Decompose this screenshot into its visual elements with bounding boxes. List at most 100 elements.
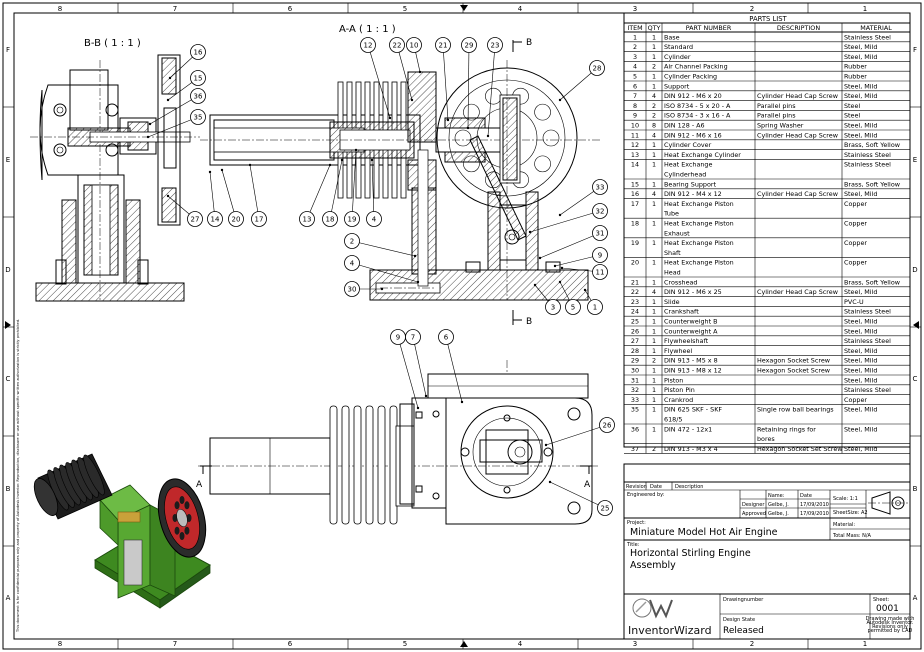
- parts-list-cell: Steel, Mild: [844, 190, 877, 198]
- parts-list-cell: 27: [631, 337, 639, 345]
- title-label: Title:: [626, 542, 640, 548]
- balloon-26: [599, 417, 615, 433]
- parts-list-header: ITEM: [627, 24, 642, 32]
- parts-list-cell: Steel, Mild: [844, 131, 877, 139]
- parts-list-cell: Steel, Mild: [844, 445, 877, 453]
- balloon-33: [592, 179, 608, 195]
- parts-list-cell: Counterweight A: [664, 327, 718, 335]
- parts-list-cell: Piston Pin: [664, 386, 695, 394]
- parts-list-cell: 1: [652, 141, 656, 149]
- sheet-number: 0001: [876, 604, 899, 614]
- zone-number-top-8: 8: [58, 5, 62, 13]
- zone-labels: F E D C B A F E D C B A 8 7 6 5 4 3 2 1 …: [5, 5, 917, 648]
- approved-name: Gelbe, J.: [768, 511, 789, 517]
- balloon-12: [360, 37, 376, 53]
- zone-letter-right-c: C: [913, 375, 918, 383]
- parts-list-cell: 1: [652, 161, 656, 169]
- parts-list-cell: Copper: [844, 200, 867, 208]
- parts-list-cell: Steel, Mild: [844, 92, 877, 100]
- zone-number-bottom-7: 7: [173, 640, 177, 648]
- balloon-label: 13: [303, 216, 312, 224]
- balloon-label: 31: [596, 230, 605, 238]
- balloon-label: 35: [194, 114, 203, 122]
- parts-list-cell: Steel, Mild: [844, 357, 877, 365]
- balloon-4: [344, 255, 360, 271]
- parts-list-cell: DIN 128 - A6: [664, 122, 705, 130]
- balloon-label: 4: [372, 216, 377, 224]
- parts-list-cell: Cylinder Packing: [664, 73, 717, 81]
- parts-list-cell: Flywheelshaft: [664, 337, 709, 345]
- parts-list-cell: Steel, Mild: [844, 367, 877, 375]
- zone-letter-left-f: F: [6, 46, 10, 54]
- zone-number-bottom-4: 4: [518, 640, 523, 648]
- balloon-4: [366, 211, 382, 227]
- parts-list-cell: 12: [631, 141, 639, 149]
- balloon-label: 10: [410, 42, 419, 50]
- parts-list-cell: 28: [631, 347, 639, 355]
- balloon-label: 9: [396, 334, 400, 342]
- parts-list-cell: 25: [631, 318, 639, 326]
- parts-list-cell: 30: [631, 367, 639, 375]
- section-aa-view: A-A ( 1 : 1 ) B B: [200, 24, 608, 327]
- balloon-label: 15: [194, 75, 203, 83]
- parts-list-cell: Cylinder Head Cap Screw: [757, 288, 838, 296]
- parts-list-cell: 22: [631, 288, 639, 296]
- designer-label: Designer: [742, 502, 765, 508]
- parts-list-cell: 17: [631, 200, 639, 208]
- parts-list-cell: 1: [652, 425, 656, 433]
- section-aa-label: A-A ( 1 : 1 ): [339, 24, 396, 35]
- balloon-label: 11: [596, 269, 605, 277]
- parts-list-cell: Slide: [664, 298, 680, 306]
- name-header: Name:: [768, 493, 785, 499]
- parts-list-cell: 1: [652, 33, 656, 41]
- balloon-label: 21: [439, 42, 448, 50]
- balloon-27: [187, 211, 203, 227]
- description-label: Description: [675, 484, 703, 490]
- parts-list-cell: 18: [631, 220, 639, 228]
- zone-number-top-5: 5: [403, 5, 407, 13]
- parts-list-cell: 2: [652, 102, 656, 110]
- parts-list-header: DESCRIPTION: [777, 24, 820, 32]
- parts-list-cell: Stainless Steel: [844, 337, 891, 345]
- balloon-label: 19: [348, 216, 357, 224]
- balloon-label: 26: [603, 422, 612, 430]
- parts-list-cell: Heat Exchange Cylinder: [664, 151, 741, 159]
- parts-list-cell: 1: [652, 220, 656, 228]
- balloon-6: [438, 329, 454, 345]
- parts-list-cell: Steel, Mild: [844, 327, 877, 335]
- parts-list-cell: Stainless Steel: [844, 386, 891, 394]
- parts-list-cell: 4: [633, 63, 637, 71]
- balloon-label: 2: [350, 238, 354, 246]
- parts-list-cell: Cylinder Head Cap Screw: [757, 131, 838, 139]
- balloon-29: [461, 37, 477, 53]
- parts-list-cell: DIN 472 - 12x1: [664, 425, 712, 433]
- parts-list-cell: 1: [652, 82, 656, 90]
- parts-list-cell: 1: [652, 73, 656, 81]
- parts-list-cell: DIN 912 - M4 x 12: [664, 190, 722, 198]
- parts-list-cell: Rubber: [844, 63, 867, 71]
- parts-list-cell: 1: [652, 386, 656, 394]
- parts-list-cell: Bearing Support: [664, 180, 717, 188]
- parts-list-cell: 35: [631, 406, 639, 414]
- balloon-label: 30: [348, 286, 357, 294]
- parts-list-cell: 2: [652, 445, 656, 453]
- date-label: Date: [650, 484, 662, 490]
- designer-date: 17/09/2010: [800, 502, 829, 508]
- zone-letter-left-c: C: [6, 375, 11, 383]
- parts-list-cell: Parallel pins: [757, 102, 796, 110]
- balloon-label: 33: [596, 184, 605, 192]
- parts-list-cell: 1: [652, 259, 656, 267]
- balloon-label: 14: [211, 216, 220, 224]
- parts-list-cell: 7: [633, 92, 637, 100]
- balloon-label: 28: [593, 65, 602, 73]
- balloon-19: [344, 211, 360, 227]
- balloon-5: [565, 299, 581, 315]
- projection-symbol-icon: [868, 491, 908, 515]
- material-label: Material:: [833, 522, 855, 528]
- parts-list-cell: Steel: [844, 112, 860, 120]
